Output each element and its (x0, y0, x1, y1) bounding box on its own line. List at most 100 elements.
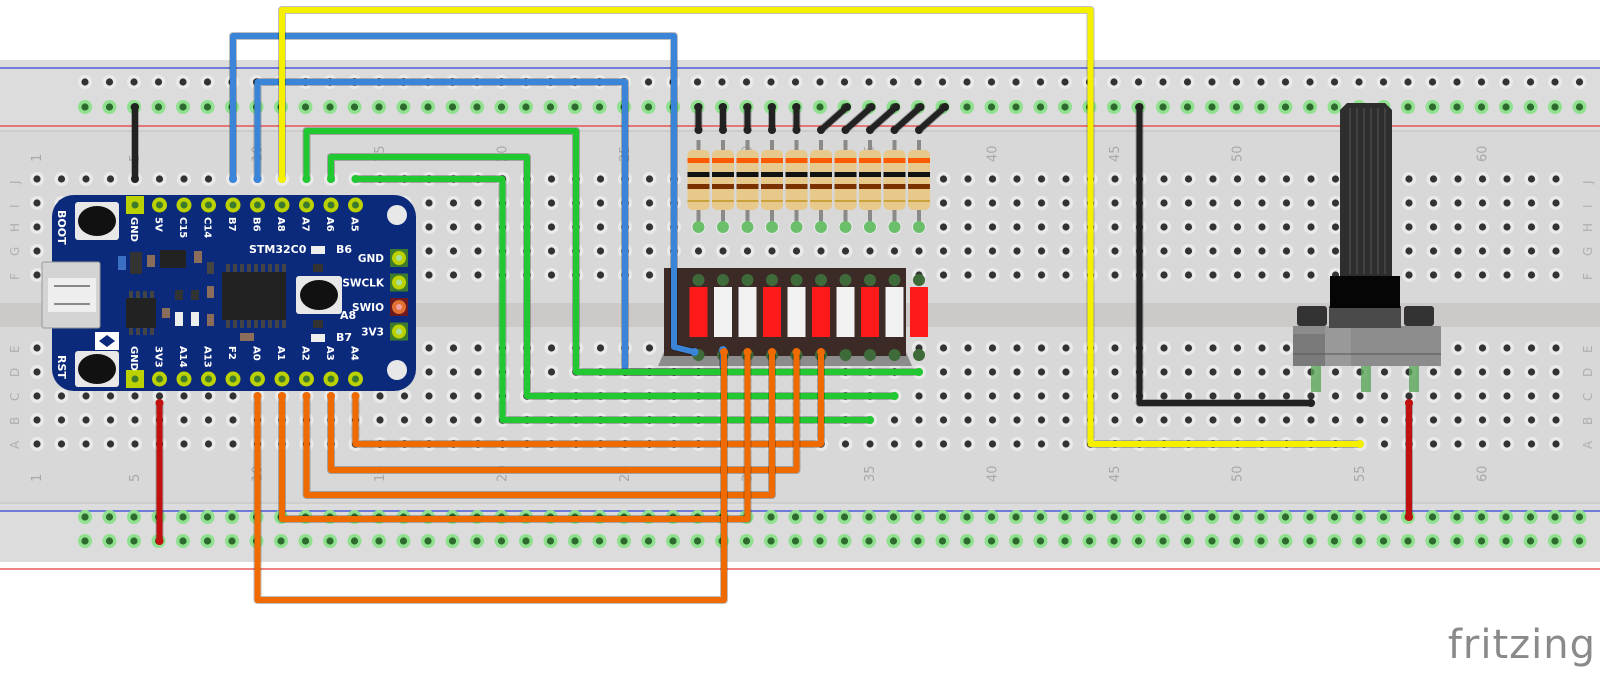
wire-black-resistor-gnd-end[interactable] (916, 103, 925, 111)
resistor-body[interactable] (883, 150, 906, 210)
wire-orange-a4-end[interactable] (817, 348, 825, 356)
wire-orange-a3[interactable] (328, 349, 800, 473)
wire-blue-b6-end[interactable] (253, 175, 262, 183)
hole-dot (1061, 513, 1069, 521)
wire-black-resistor-gnd-end[interactable] (743, 126, 752, 134)
wires (131, 6, 1413, 604)
wire-black-pot-gnd[interactable] (1136, 104, 1314, 406)
wire-black-pot-gnd-end[interactable] (1135, 103, 1144, 111)
wire-green-a6-end[interactable] (327, 175, 335, 183)
wire-black-resistor-gnd-end[interactable] (941, 103, 949, 111)
hole-dot (1233, 247, 1242, 255)
wire-black-resistor-gnd[interactable] (916, 104, 948, 133)
potentiometer[interactable] (1293, 103, 1441, 392)
wire-red-3v3-end[interactable] (155, 399, 164, 407)
wire-orange-a0-end[interactable] (253, 392, 262, 400)
resistor-body[interactable] (736, 150, 759, 210)
resistor-body[interactable] (834, 150, 857, 210)
resistor-body[interactable] (761, 150, 783, 210)
wire-black-resistor-gnd-end[interactable] (719, 126, 727, 134)
hole-dot (1111, 199, 1119, 207)
wire-black-resistor-gnd-end[interactable] (841, 126, 850, 134)
boot-button[interactable] (78, 206, 116, 236)
hole-dot (964, 247, 972, 255)
wire-black-resistor-gnd[interactable] (867, 104, 899, 133)
wire-orange-a1-end[interactable] (278, 392, 286, 400)
wire-yellow-a8-end[interactable] (278, 175, 286, 183)
stm32c0-board[interactable]: BOOT RST (41, 195, 416, 391)
hole-dot (840, 78, 849, 86)
hole-dot (791, 513, 800, 521)
resistor-body[interactable] (712, 150, 734, 210)
wire-blue-b7-end[interactable] (690, 348, 699, 356)
wire-black-resistor-gnd-end[interactable] (694, 103, 703, 111)
hole-dot (180, 440, 188, 448)
wire-black-gnd-top-end[interactable] (131, 103, 139, 111)
wire-orange-a3-end[interactable] (792, 348, 801, 356)
wire-orange-a2-end[interactable] (768, 348, 776, 356)
pot-shaft[interactable] (1340, 103, 1392, 276)
wire-black-resistor-gnd[interactable] (818, 104, 850, 133)
resistor-body[interactable] (687, 150, 710, 210)
wire-orange-a4-end[interactable] (351, 392, 360, 400)
wire-green-a7-end[interactable] (302, 175, 311, 183)
hole-dot (448, 537, 457, 545)
wire-green-a5[interactable] (352, 176, 873, 423)
resistor-body[interactable] (810, 150, 832, 210)
wire-black-gnd-top-end[interactable] (131, 175, 139, 183)
hole-dot (1454, 175, 1462, 183)
chip-pin (233, 264, 237, 272)
wire-orange-a0-end[interactable] (720, 348, 728, 356)
wire-green-a7-end[interactable] (915, 368, 923, 376)
resistor-body[interactable] (785, 150, 808, 210)
wire-red-pot-vcc-end[interactable] (1405, 513, 1413, 521)
wire-yellow-a8[interactable] (279, 7, 1363, 447)
wire-orange-a1-end[interactable] (743, 348, 752, 356)
wire-black-resistor-gnd-end[interactable] (768, 126, 776, 134)
hole-dot (425, 416, 433, 424)
wire-black-resistor-gnd-end[interactable] (915, 126, 923, 134)
wire-black-pot-gnd-end[interactable] (1307, 399, 1315, 407)
pin-hole (156, 201, 163, 209)
wire-black-resistor-gnd[interactable] (842, 104, 875, 133)
wire-black-resistor-gnd-end[interactable] (867, 103, 876, 111)
wire-red-pot-vcc-end[interactable] (1405, 399, 1413, 407)
resistor-body[interactable] (859, 150, 881, 210)
hole-dot (1575, 537, 1584, 545)
wire-orange-a0[interactable] (254, 349, 727, 603)
wire-black-resistor-gnd-end[interactable] (719, 103, 727, 111)
wire-orange-a3-end[interactable] (327, 392, 335, 400)
wire-yellow-a8-end[interactable] (1356, 440, 1364, 448)
wire-orange-a1[interactable] (279, 349, 751, 522)
wire-green-a6-end[interactable] (890, 392, 899, 400)
wire-black-resistor-gnd-end[interactable] (892, 103, 900, 111)
hole-dot (889, 78, 898, 86)
wire-black-resistor-gnd-end[interactable] (792, 103, 801, 111)
resistor-body[interactable] (908, 150, 930, 210)
wire-black-resistor-gnd-end[interactable] (843, 103, 851, 111)
user-button[interactable] (300, 280, 338, 310)
wire-orange-a2[interactable] (303, 349, 775, 498)
wire-orange-a4[interactable] (352, 349, 824, 447)
wire-black-resistor-gnd[interactable] (891, 104, 924, 133)
wire-black-resistor-gnd-end[interactable] (743, 103, 752, 111)
wire-orange-a2-end[interactable] (302, 392, 311, 400)
wire-green-a5-end[interactable] (866, 416, 874, 424)
wire-black-resistor-gnd-end[interactable] (694, 126, 703, 134)
hole-dot (105, 78, 114, 86)
hole-dot (1454, 223, 1462, 231)
wire-blue-b7-end[interactable] (229, 175, 237, 183)
wire-black-resistor-gnd-end[interactable] (768, 103, 776, 111)
wire-red-3v3-end[interactable] (155, 537, 164, 545)
wire-black-resistor-gnd-end[interactable] (792, 126, 801, 134)
wire-green-a5-end[interactable] (351, 175, 360, 183)
wire-black-resistor-gnd-end[interactable] (817, 126, 825, 134)
rst-button[interactable] (78, 354, 116, 384)
hole-dot (375, 103, 383, 111)
wire-green-a7[interactable] (303, 128, 922, 375)
wire-black-resistor-gnd-end[interactable] (866, 126, 874, 134)
wire-blue-b7[interactable] (230, 33, 698, 355)
wire-black-resistor-gnd-end[interactable] (890, 126, 899, 134)
hole-dot (179, 537, 187, 545)
wire-green-a6[interactable] (328, 154, 898, 399)
